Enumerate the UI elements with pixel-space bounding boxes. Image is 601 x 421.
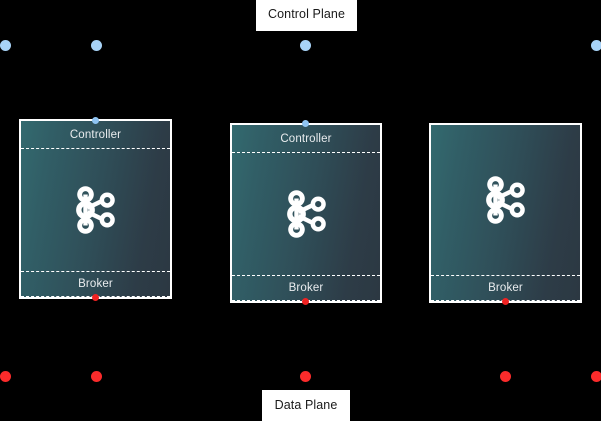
control-plane-dot[interactable] — [300, 40, 311, 51]
node-2-controller-label: Controller — [280, 132, 332, 145]
node-1-controller-label: Controller — [69, 128, 122, 141]
data-plane-dot[interactable] — [0, 371, 11, 382]
node-1-data-connector[interactable] — [92, 294, 99, 301]
node-2-data-connector[interactable] — [302, 298, 309, 305]
node-2-controller-section: Controller — [232, 125, 380, 153]
node-1-broker-label: Broker — [78, 277, 113, 290]
kafka-node-3[interactable]: Broker — [429, 123, 582, 303]
control-plane-dot[interactable] — [591, 40, 601, 51]
node-1-control-connector[interactable] — [92, 117, 99, 124]
kafka-logo-icon — [76, 186, 115, 234]
node-2-logo-section — [232, 153, 380, 275]
kafka-logo-icon — [286, 190, 326, 238]
node-2-broker-divider-top — [232, 275, 380, 276]
data-plane-dot[interactable] — [300, 371, 311, 382]
data-plane-label: Data Plane — [262, 390, 350, 421]
node-3-data-connector[interactable] — [502, 298, 509, 305]
node-1-logo-section — [21, 149, 170, 271]
control-plane-dot[interactable] — [91, 40, 102, 51]
node-1-controller-divider — [21, 148, 170, 149]
node-2-broker-label: Broker — [288, 281, 324, 294]
node-3-broker-label: Broker — [488, 281, 523, 294]
control-plane-label: Control Plane — [256, 0, 357, 31]
kafka-node-2[interactable]: Controller — [230, 123, 382, 303]
node-1-controller-section: Controller — [21, 121, 170, 149]
data-plane-dot[interactable] — [591, 371, 601, 382]
kafka-logo-icon — [486, 176, 525, 224]
data-plane-dot[interactable] — [500, 371, 511, 382]
control-plane-dot[interactable] — [0, 40, 11, 51]
node-2-controller-divider — [232, 152, 380, 153]
node-3-logo-section — [431, 125, 580, 275]
data-plane-dot[interactable] — [91, 371, 102, 382]
node-2-control-connector[interactable] — [302, 120, 309, 127]
kafka-node-1[interactable]: Controller — [19, 119, 172, 299]
node-3-broker-divider-top — [431, 275, 580, 276]
node-1-broker-divider-top — [21, 271, 170, 272]
